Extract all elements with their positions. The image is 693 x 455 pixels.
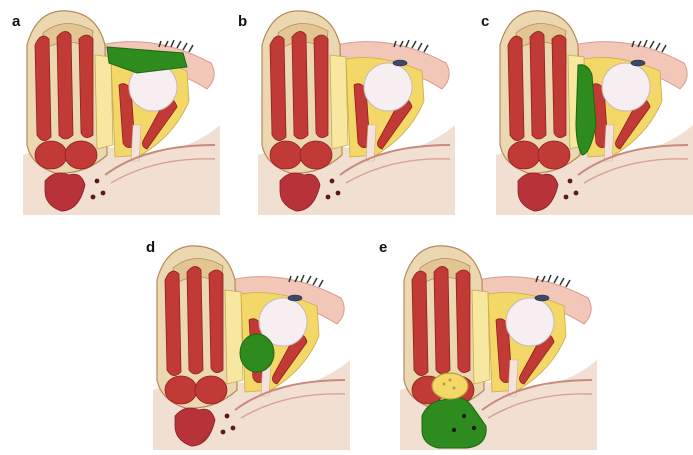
nasal-septum-mid: [292, 31, 308, 139]
vessel-dot-3: [564, 195, 569, 200]
sinus-dot-e-3: [449, 379, 452, 382]
green-highlight-d: [240, 334, 274, 372]
vessel-dot-3: [91, 195, 96, 200]
panel-label-e: e: [379, 240, 387, 255]
panel-b-orbit-diagram: [250, 5, 460, 215]
orbit-anatomy-b: [258, 11, 455, 215]
maxillary-left: [35, 141, 67, 169]
maxillary-right: [300, 141, 332, 169]
vessel-dot-2: [231, 426, 236, 431]
vessel-dot-1: [568, 179, 573, 184]
maxillary-right: [65, 141, 97, 169]
orbit-anatomy-a: [23, 11, 220, 215]
nasal-septum-left: [508, 36, 524, 140]
panel-label-b: b: [238, 14, 247, 29]
sinus-dot-e-2: [453, 387, 456, 390]
panel-d-orbit-diagram: [145, 240, 355, 450]
nasal-septum-left: [35, 36, 51, 140]
ethmoid-cells: [95, 55, 113, 149]
maxillary-right: [538, 141, 570, 169]
vessel-dot-1: [225, 414, 230, 419]
vessel-dot-1: [95, 179, 100, 184]
nasal-turbinate-right: [314, 35, 328, 138]
nasal-turbinate-right: [209, 270, 223, 373]
cornea: [393, 60, 407, 66]
ethmoid-cells: [330, 55, 348, 149]
nasal-septum-mid: [434, 266, 450, 374]
nasal-septum-left: [270, 36, 286, 140]
tissue-dot-e-3: [452, 428, 456, 432]
sinus-mass-e: [432, 373, 468, 399]
panel-c-orbit-diagram: [488, 5, 693, 215]
nasal-turbinate-right: [79, 35, 93, 138]
vessel-dot-2: [336, 191, 341, 196]
maxillary-right: [195, 376, 227, 404]
nasal-turbinate-right: [552, 35, 566, 138]
nasal-septum-left: [412, 271, 428, 375]
panel-a-orbit-diagram: [15, 5, 225, 215]
maxillary-left: [270, 141, 302, 169]
vessel-dot-2: [101, 191, 106, 196]
cornea: [631, 60, 645, 66]
cornea: [288, 295, 302, 301]
ethmoid-cells: [225, 290, 243, 384]
sinus-dot-e-1: [443, 383, 446, 386]
cornea: [535, 295, 549, 301]
panel-e-orbit-diagram: [392, 240, 602, 450]
vessel-dot-3: [221, 430, 226, 435]
maxillary-left: [165, 376, 197, 404]
nasal-septum-mid: [57, 31, 73, 139]
ethmoid-cells: [472, 290, 490, 384]
nasal-septum-left: [165, 271, 181, 375]
vessel-dot-1: [330, 179, 335, 184]
nasal-turbinate-right: [456, 270, 470, 373]
tissue-dot-e-2: [472, 426, 476, 430]
eyeball: [506, 298, 554, 346]
nasal-septum-mid: [187, 266, 203, 374]
maxillary-left: [508, 141, 540, 169]
eyeball: [364, 63, 412, 111]
eyeball: [602, 63, 650, 111]
tissue-dot-e-1: [462, 414, 466, 418]
vessel-dot-3: [326, 195, 331, 200]
vessel-dot-2: [574, 191, 579, 196]
nasal-septum-mid: [530, 31, 546, 139]
